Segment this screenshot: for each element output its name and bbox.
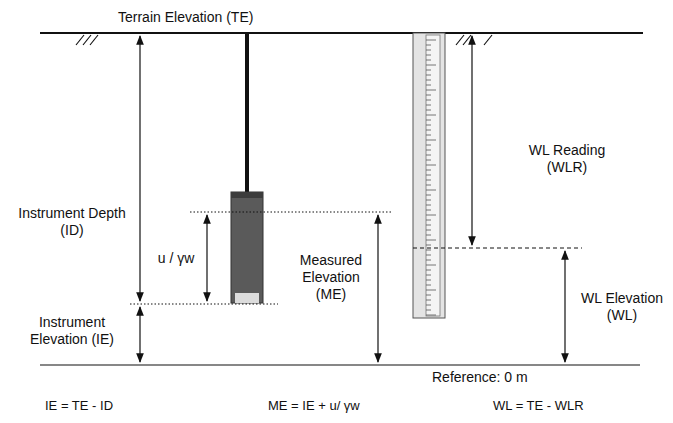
piezometer-body (231, 192, 263, 303)
dimension-label: Instrument Elevation (IE) (12, 314, 132, 348)
dimension-label: WL Elevation (WL) (576, 290, 668, 324)
water-level-line (413, 248, 582, 249)
piezometer-cap (231, 192, 263, 198)
ruler-ticks (426, 40, 436, 315)
terrain-line (40, 32, 643, 34)
ruler (426, 35, 440, 316)
dimension-label: u / γw (150, 250, 202, 267)
dimension-label: Measured Elevation (ME) (290, 252, 372, 303)
formula-text: ME = IE + u/ γw (268, 398, 438, 414)
formula-text: WL = TE - WLR (493, 398, 663, 414)
dimension-label: Terrain Elevation (TE) (118, 9, 318, 26)
reference-line (40, 364, 640, 365)
standpipe (413, 33, 445, 318)
dotted-guides (130, 212, 392, 304)
dimension-label: WL Reading (WLR) (522, 142, 612, 176)
dimension-label: Instrument Depth (ID) (12, 205, 132, 239)
formula-text: IE = TE - ID (45, 398, 195, 414)
piezometer-filter (235, 293, 259, 303)
instrument-cable (245, 34, 249, 192)
dimension-label: Reference: 0 m (432, 369, 562, 386)
dimension-arrows (140, 36, 565, 362)
